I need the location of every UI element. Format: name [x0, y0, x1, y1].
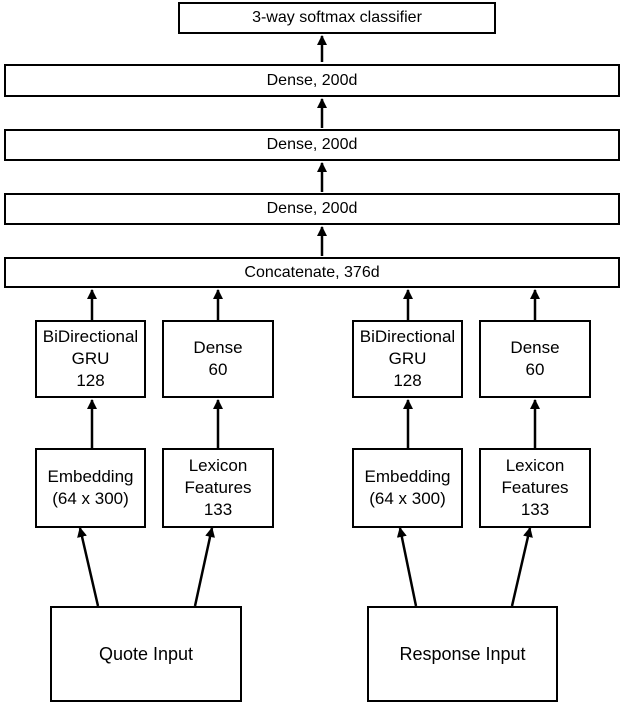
quote-dense-line-2: 60: [208, 360, 228, 379]
response-lexicon-line-2: Features: [501, 478, 569, 497]
softmax-classifier-label: 3-way softmax classifier: [252, 9, 422, 26]
response-dense-line-1: Dense: [510, 338, 560, 357]
response-gru-line-1: BiDirectional: [359, 327, 456, 346]
quote-embedding-line-2: (64 x 300): [52, 489, 129, 508]
softmax-classifier-box: 3-way softmax classifier: [178, 2, 496, 34]
concatenate-box: Concatenate, 376d: [4, 257, 620, 288]
dense-mid-box: Dense, 200d: [4, 129, 620, 161]
response-gru-line-2: GRU: [388, 349, 427, 368]
quote-embedding-line-1: Embedding: [47, 467, 134, 486]
dense-mid-label: Dense, 200d: [266, 136, 358, 153]
quote-dense-line-1: Dense: [193, 338, 243, 357]
quote-embedding-box: Embedding (64 x 300): [35, 448, 146, 528]
quote-lexicon-line-2: Features: [184, 478, 252, 497]
dense-low-label: Dense, 200d: [266, 200, 358, 217]
quote-input-label: Quote Input: [98, 643, 194, 664]
response-dense-line-2: 60: [525, 360, 545, 379]
quote-gru-line-1: BiDirectional: [42, 327, 139, 346]
quote-dense-box: Dense 60: [162, 320, 274, 398]
quote-gru-line-2: GRU: [71, 349, 110, 368]
quote-gru-line-3: 128: [76, 371, 105, 390]
response-lexicon-line-1: Lexicon: [505, 456, 565, 475]
response-gru-box: BiDirectional GRU 128: [352, 320, 463, 398]
arrow-quote-input-to-embedding: [77, 527, 100, 607]
response-embedding-line-1: Embedding: [364, 467, 451, 486]
response-gru-line-3: 128: [393, 371, 422, 390]
response-input-box: Response Input: [367, 606, 558, 702]
dense-top-label: Dense, 200d: [266, 71, 358, 89]
arrow-response-input-to-embedding: [396, 527, 418, 607]
concatenate-label: Concatenate, 376d: [244, 263, 380, 281]
quote-lexicon-box: Lexicon Features 133: [162, 448, 274, 528]
response-embedding-line-2: (64 x 300): [369, 489, 446, 508]
response-lexicon-box: Lexicon Features 133: [479, 448, 591, 528]
response-dense-box: Dense 60: [479, 320, 591, 398]
arrow-response-input-to-lexicon: [510, 527, 533, 607]
response-lexicon-line-3: 133: [520, 500, 550, 519]
arrow-quote-input-to-lexicon: [193, 527, 215, 607]
dense-low-box: Dense, 200d: [4, 193, 620, 225]
response-embedding-box: Embedding (64 x 300): [352, 448, 463, 528]
quote-lexicon-line-3: 133: [203, 500, 233, 519]
dense-top-box: Dense, 200d: [4, 64, 620, 97]
quote-gru-box: BiDirectional GRU 128: [35, 320, 146, 398]
response-input-label: Response Input: [399, 643, 526, 664]
quote-input-box: Quote Input: [50, 606, 242, 702]
quote-lexicon-line-1: Lexicon: [188, 456, 248, 475]
